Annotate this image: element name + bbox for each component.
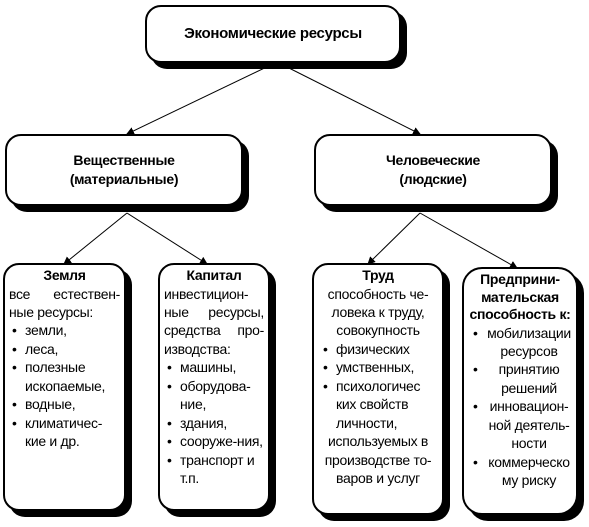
list-item: инновацион-ной деятель-ности xyxy=(473,397,572,452)
human-label-2: (людские) xyxy=(399,171,467,187)
list-item: полезные ископаемые, xyxy=(12,358,120,395)
labor-node: Труд способность че-ловека к труду, сово… xyxy=(312,263,444,515)
list-item: мобилизации ресурсов xyxy=(473,324,572,361)
list-item: земли, xyxy=(12,321,120,340)
land-list: земли, леса, полезные ископаемые, водные… xyxy=(9,321,120,450)
arrow-human-to-entrepreneur xyxy=(419,212,518,269)
list-item: коммерческо му риску xyxy=(473,453,572,490)
arrow-root-to-human xyxy=(276,61,421,135)
labor-title: Труд xyxy=(362,267,394,283)
capital-title: Капитал xyxy=(186,267,242,283)
root-node: Экономические ресурсы xyxy=(145,5,401,63)
human-label-1: Человеческие xyxy=(385,152,481,169)
labor-list: физических умственных, психологичес ких … xyxy=(318,340,438,432)
labor-tail: используемых в производстве то-варов и у… xyxy=(324,433,432,487)
land-title: Земля xyxy=(43,267,86,283)
list-item: оборудова-ние, xyxy=(167,377,264,414)
list-item: водные, xyxy=(12,395,120,414)
entrepreneur-node: Предприни-мательская способность к: моби… xyxy=(462,267,578,515)
list-item: умственных, xyxy=(323,358,438,377)
list-item: здания, xyxy=(167,414,264,433)
entrepreneur-list: мобилизации ресурсов принятию решений ин… xyxy=(468,324,572,490)
list-item: климатичес-кие и др. xyxy=(12,414,120,451)
list-item: леса, xyxy=(12,340,120,359)
labor-desc: способность че-ловека к труду, совокупно… xyxy=(327,285,429,339)
list-item: психологичес ких свойств личности, xyxy=(323,377,438,432)
arrow-root-to-material xyxy=(126,61,278,135)
arrow-material-to-land xyxy=(63,212,128,265)
material-label-2: (материальные) xyxy=(69,171,179,187)
land-desc-2: ные ресурсы: xyxy=(9,303,94,320)
material-label-1: Вещественные xyxy=(73,152,175,169)
material-resources-node: Вещественные (материальные) xyxy=(5,134,243,206)
capital-desc: инвестицион-ные ресурсы, средства про-из… xyxy=(164,285,264,357)
list-item: принятию решений xyxy=(473,360,572,397)
capital-list: машины, оборудова-ние, здания, сооруже-н… xyxy=(164,358,264,487)
list-item: машины, xyxy=(167,358,264,377)
land-node: Земля все естествен- ные ресурсы: земли,… xyxy=(3,263,126,511)
root-label: Экономические ресурсы xyxy=(184,24,362,42)
entrepreneur-title: Предприни-мательская способность к: xyxy=(469,271,571,322)
arrow-material-to-capital xyxy=(126,212,208,265)
list-item: сооруже-ния, xyxy=(167,432,264,451)
land-desc-1: все естествен- xyxy=(9,285,120,302)
arrow-human-to-labor xyxy=(367,212,421,265)
list-item: транспорт и т.п. xyxy=(167,451,264,488)
human-resources-node: Человеческие (людские) xyxy=(314,134,552,206)
capital-node: Капитал инвестицион-ные ресурсы, средств… xyxy=(158,263,270,511)
list-item: физических xyxy=(323,340,438,359)
